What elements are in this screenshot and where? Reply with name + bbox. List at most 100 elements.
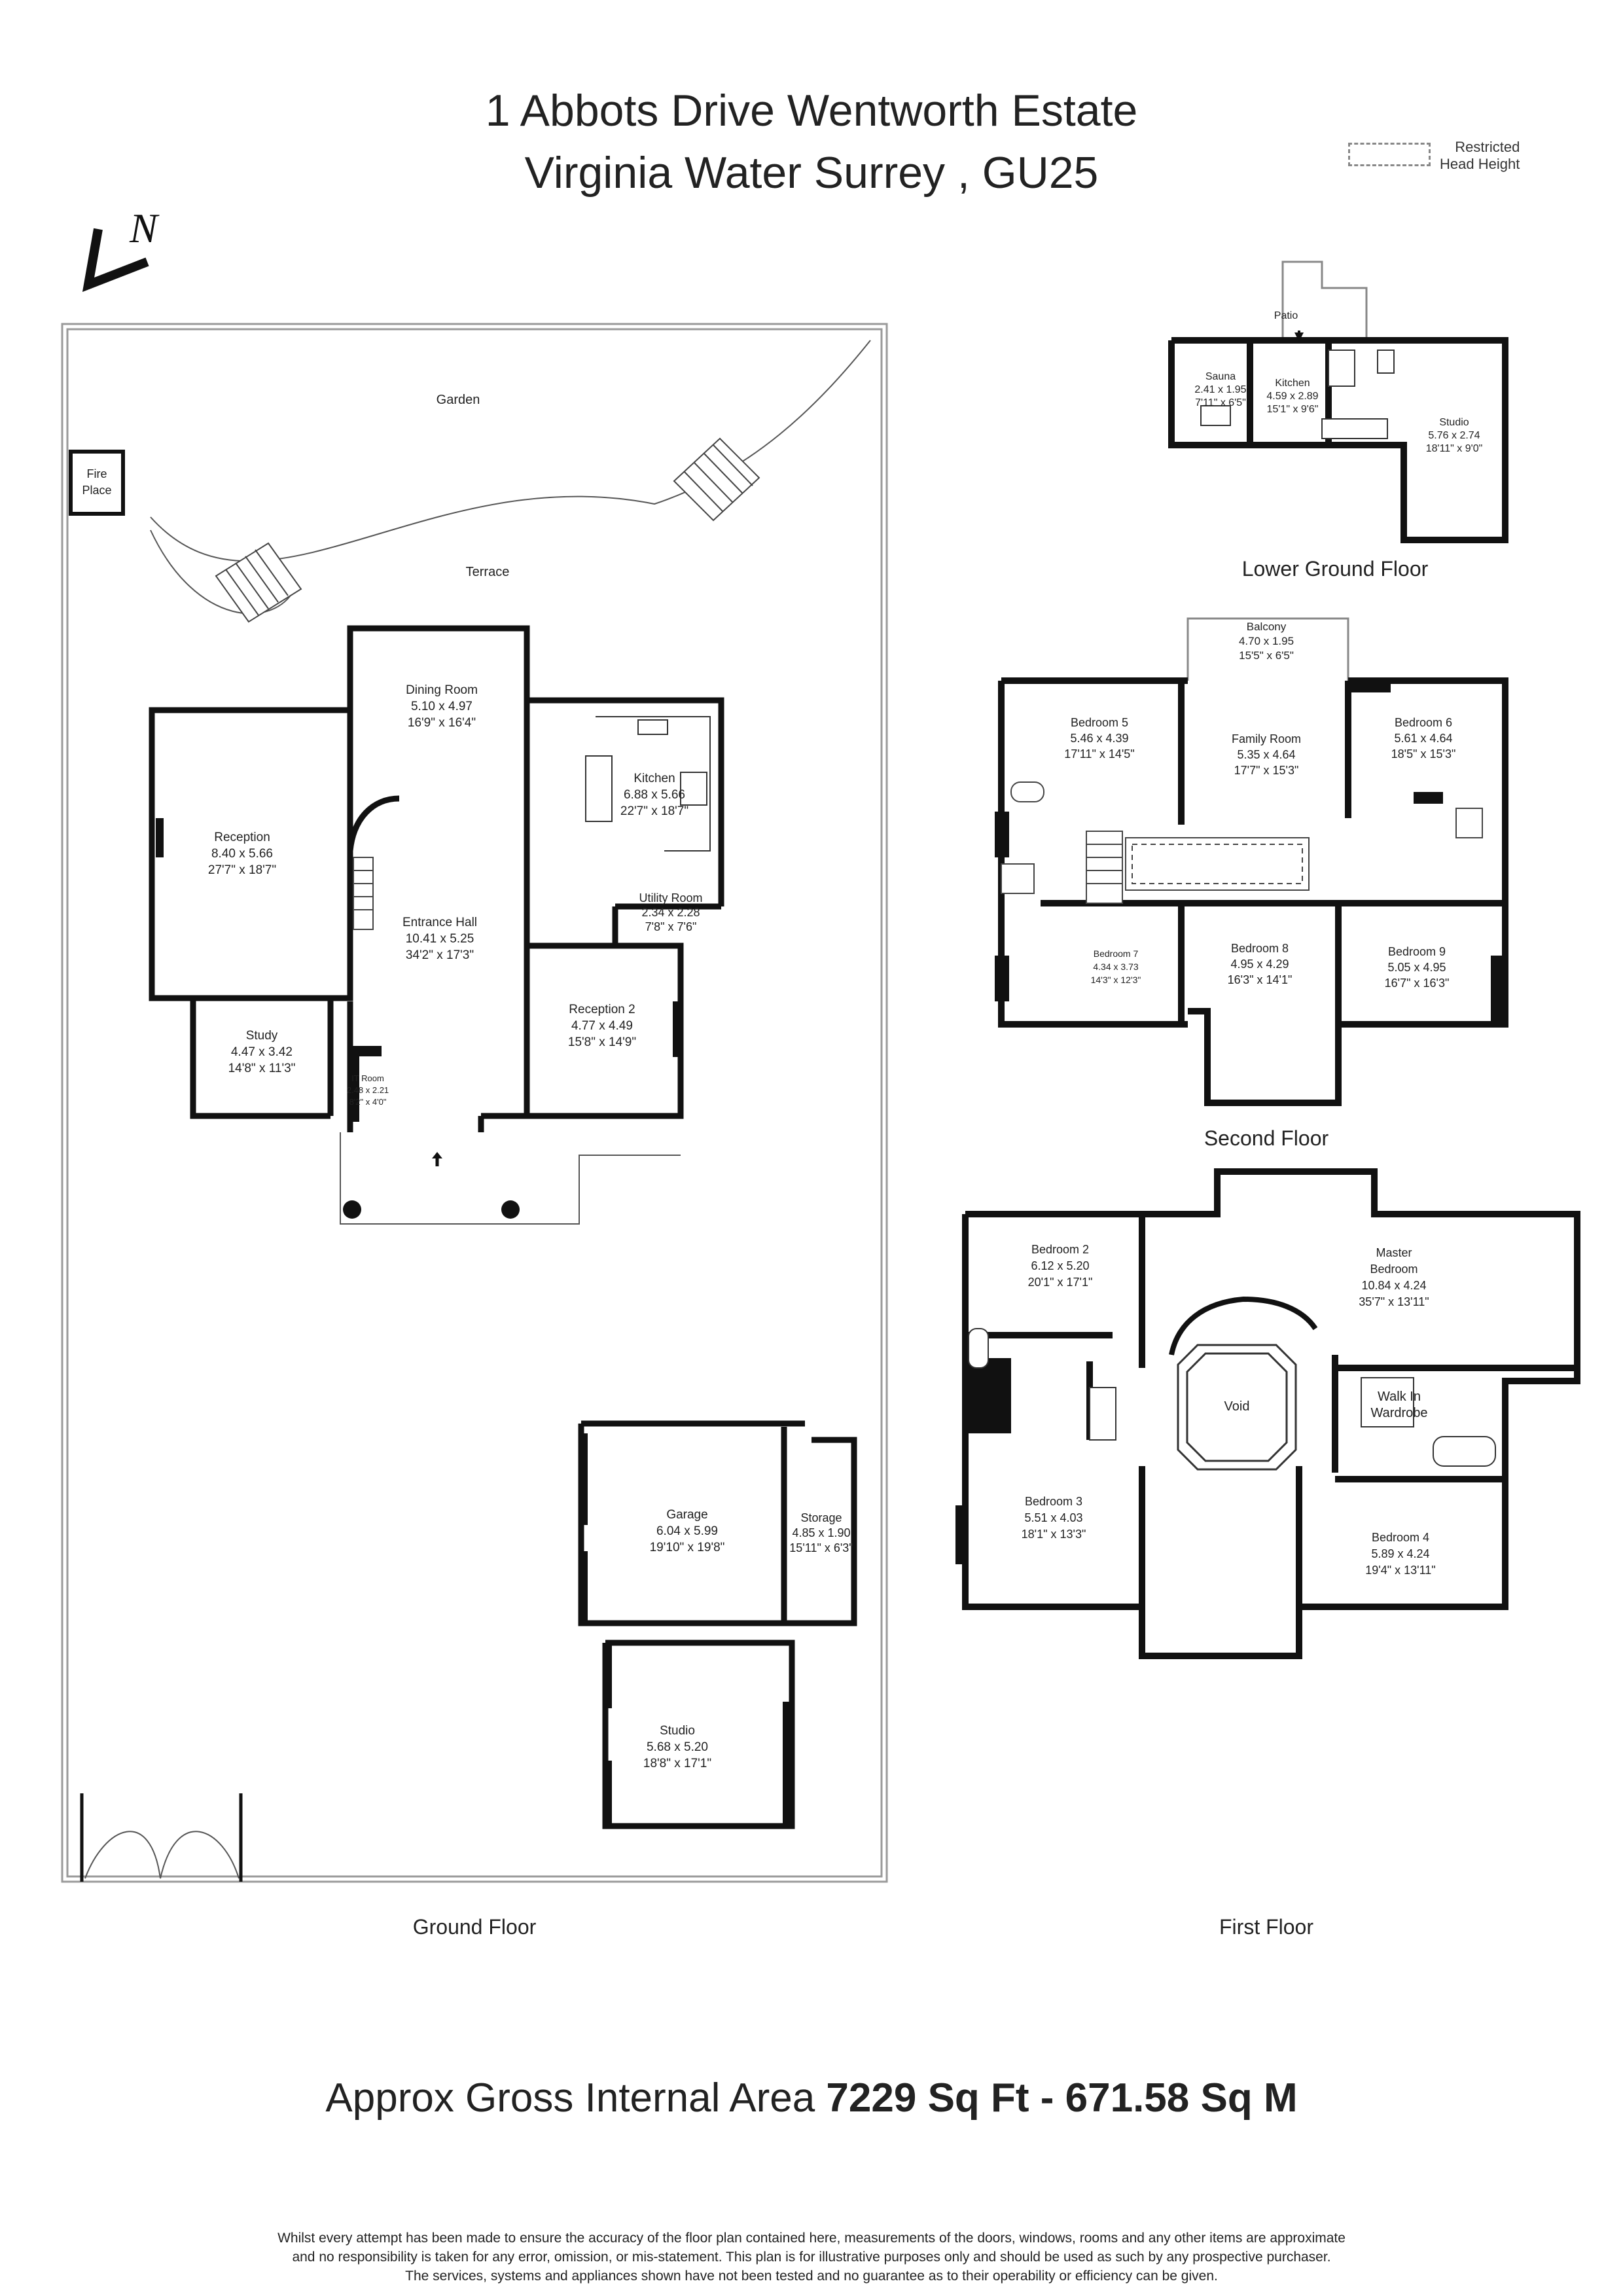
- compass-north-letter: N: [129, 205, 160, 251]
- disclaimer-line-1: Whilst every attempt has been made to en…: [277, 2231, 1346, 2246]
- room-entrance-name: Entrance Hall: [402, 916, 477, 929]
- room-lower-studio-imperial: 18'11" x 9'0": [1426, 443, 1483, 454]
- room-bedroom8-metric: 4.95 x 4.29: [1230, 958, 1289, 971]
- north-compass-icon: N: [82, 205, 160, 293]
- ground-floor-label: Ground Floor: [413, 1915, 537, 1939]
- site-boundary: [61, 323, 888, 1883]
- balcony-outline: [1186, 617, 1349, 681]
- room-itroom-metric: 2.48 x 2.21: [347, 1085, 389, 1095]
- first-floor-wall-fills: [955, 1358, 1011, 1564]
- first-floor-plan: Bedroom 2 6.12 x 5.20 20'1" x 17'1" Mast…: [955, 1168, 1580, 1939]
- room-bedroom8-imperial: 16'3" x 14'1": [1228, 973, 1293, 986]
- kitchen-fittings: [585, 716, 711, 852]
- driveway-gates: [80, 1793, 243, 1882]
- room-walkin-name-2: Wardrobe: [1370, 1406, 1427, 1420]
- second-floor-plan: Balcony 4.70 x 1.95 15'5" x 6'5" Bedroom…: [995, 617, 1508, 1150]
- room-bedroom3-name: Bedroom 3: [1025, 1495, 1082, 1508]
- room-storage-name: Storage: [800, 1511, 842, 1524]
- second-corridor: [1125, 837, 1310, 891]
- room-bedroom2-name: Bedroom 2: [1031, 1243, 1089, 1256]
- room-reception-imperial: 27'7" x 18'7": [208, 863, 276, 877]
- room-sauna-name: Sauna: [1205, 371, 1236, 382]
- fire-place-label-2: Place: [82, 484, 111, 497]
- legend-line-1: Restricted: [1455, 139, 1520, 155]
- room-studio-name: Studio: [660, 1724, 695, 1738]
- area-value: 7229 Sq Ft - 671.58 Sq M: [826, 2075, 1298, 2121]
- lower-ground-floor-label: Lower Ground Floor: [1242, 557, 1429, 581]
- room-bedroom4-name: Bedroom 4: [1372, 1531, 1429, 1544]
- room-master-metric: 10.84 x 4.24: [1361, 1279, 1426, 1292]
- room-storage-metric: 4.85 x 1.90: [792, 1526, 850, 1539]
- room-bedroom9-name: Bedroom 9: [1388, 945, 1446, 958]
- porch: [340, 1132, 681, 1225]
- room-study-imperial: 14'8" x 11'3": [228, 1062, 296, 1075]
- room-master-name-1: Master: [1376, 1246, 1412, 1259]
- room-walkin-name-1: Walk In: [1378, 1390, 1421, 1404]
- garden-label: Garden: [437, 393, 480, 407]
- room-family-imperial: 17'7" x 15'3": [1234, 764, 1299, 777]
- room-balcony-name: Balcony: [1247, 620, 1287, 633]
- disclaimer-line-3: The services, systems and appliances sho…: [405, 2269, 1218, 2284]
- room-family-metric: 5.35 x 4.64: [1237, 748, 1295, 761]
- disclaimer-line-2: and no responsibility is taken for any e…: [292, 2250, 1331, 2265]
- ground-floor-wall-fills: [156, 818, 683, 1122]
- second-stairs: [1001, 781, 1483, 904]
- room-study-metric: 4.47 x 3.42: [231, 1045, 293, 1059]
- room-studio-metric: 5.68 x 5.20: [647, 1740, 708, 1754]
- room-balcony-metric: 4.70 x 1.95: [1239, 635, 1294, 647]
- garden-steps: [215, 437, 760, 623]
- fire-place-label-1: Fire: [87, 467, 107, 480]
- second-room-labels: Balcony 4.70 x 1.95 15'5" x 6'5" Bedroom…: [1064, 620, 1455, 990]
- room-reception2-metric: 4.77 x 4.49: [571, 1019, 633, 1033]
- fire-place: [69, 450, 125, 516]
- room-bedroom5-metric: 5.46 x 4.39: [1070, 732, 1128, 745]
- room-bedroom8-name: Bedroom 8: [1231, 942, 1289, 955]
- room-utility-imperial: 7'8" x 7'6": [645, 920, 697, 933]
- disclaimer: Whilst every attempt has been made to en…: [131, 2229, 1492, 2286]
- room-lower-kitchen-name: Kitchen: [1275, 378, 1310, 389]
- lower-fittings: [1200, 350, 1395, 439]
- room-sauna-imperial: 7'11" x 6'5": [1195, 397, 1246, 408]
- room-dining-name: Dining Room: [406, 683, 478, 697]
- room-bedroom6-imperial: 18'5" x 15'3": [1391, 747, 1456, 761]
- porch-column-left: [343, 1200, 361, 1219]
- room-lower-studio-metric: 5.76 x 2.74: [1428, 430, 1480, 441]
- room-master-imperial: 35'7" x 13'11": [1359, 1295, 1429, 1308]
- room-bedroom9-imperial: 16'7" x 16'3": [1385, 977, 1450, 990]
- room-reception2-imperial: 15'8" x 14'9": [568, 1035, 636, 1049]
- second-floor-walls: [998, 677, 1508, 1106]
- ground-floor-plan: Fire Place Garden Terrace: [61, 323, 888, 1939]
- ground-room-labels: Dining Room 5.10 x 4.97 16'9" x 16'4" Ki…: [208, 683, 853, 1770]
- patio-label: Patio: [1274, 310, 1298, 321]
- lower-ground-floor-plan: Patio Sauna 2.41 x 1.95 7'11" x 6'5" Kit…: [1168, 260, 1508, 581]
- room-lower-kitchen-imperial: 15'1" x 9'6": [1267, 404, 1319, 415]
- room-bedroom7-imperial: 14'3" x 12'3": [1091, 975, 1141, 985]
- garden-studio-walls: [602, 1640, 795, 1829]
- room-dining-metric: 5.10 x 4.97: [411, 700, 473, 713]
- void-outline: [1177, 1344, 1297, 1471]
- room-garage-name: Garage: [666, 1508, 707, 1522]
- room-studio-imperial: 18'8" x 17'1": [643, 1757, 711, 1770]
- room-bedroom3-metric: 5.51 x 4.03: [1024, 1511, 1082, 1524]
- first-floor-walls: [962, 1168, 1580, 1659]
- room-kitchen-metric: 6.88 x 5.66: [624, 788, 685, 802]
- room-bedroom7-name: Bedroom 7: [1094, 948, 1139, 959]
- room-master-name-2: Bedroom: [1370, 1263, 1418, 1276]
- room-kitchen-name: Kitchen: [633, 772, 675, 785]
- area-prefix: Approx Gross Internal Area: [325, 2075, 827, 2121]
- room-bedroom4-imperial: 19'4" x 13'11": [1365, 1564, 1435, 1577]
- room-bedroom5-name: Bedroom 5: [1071, 716, 1128, 729]
- ground-floor-walls: [149, 625, 724, 1132]
- room-void-name: Void: [1224, 1399, 1250, 1414]
- legend-line-2: Head Height: [1440, 156, 1520, 172]
- room-bedroom2-imperial: 20'1" x 17'1": [1028, 1276, 1093, 1289]
- room-bedroom7-metric: 4.34 x 3.73: [1093, 961, 1138, 972]
- ground-stairs: [353, 857, 374, 930]
- lower-room-labels: Sauna 2.41 x 1.95 7'11" x 6'5" Kitchen 4…: [1194, 371, 1482, 454]
- first-floor-label: First Floor: [1219, 1915, 1313, 1939]
- room-itroom-imperial: 8'2" x 4'0": [349, 1097, 387, 1107]
- garden-path: [150, 340, 871, 562]
- room-bedroom9-metric: 5.05 x 4.95: [1387, 961, 1446, 974]
- patio-outline: [1281, 260, 1368, 337]
